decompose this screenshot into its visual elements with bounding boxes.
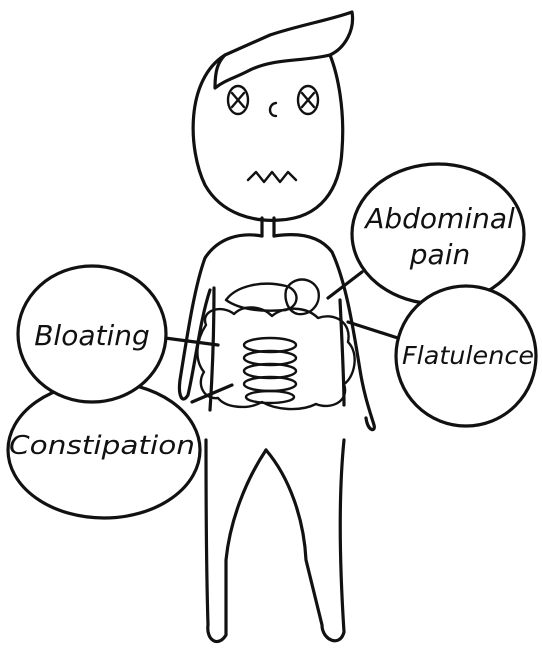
label-constipation: Constipation: [9, 431, 195, 461]
label-bloating: Bloating: [34, 319, 150, 352]
right-eye: [298, 86, 318, 114]
body: [179, 235, 374, 642]
connector-bloating: [165, 338, 218, 345]
left-eye: [228, 86, 248, 114]
small-intestine: [244, 338, 296, 403]
label-abdominal-pain-line2: pain: [409, 238, 470, 271]
node-bloating: Bloating: [18, 266, 166, 402]
node-abdominal-pain: Abdominal pain: [352, 164, 524, 304]
connector-flatulence: [348, 322, 404, 340]
large-intestine: [197, 307, 354, 409]
head: [193, 12, 352, 220]
nose: [270, 103, 276, 116]
label-abdominal-pain-line1: Abdominal: [363, 202, 515, 235]
worried-mouth: [248, 172, 296, 182]
node-flatulence: Flatulence: [396, 286, 536, 426]
label-flatulence: Flatulence: [402, 341, 534, 370]
